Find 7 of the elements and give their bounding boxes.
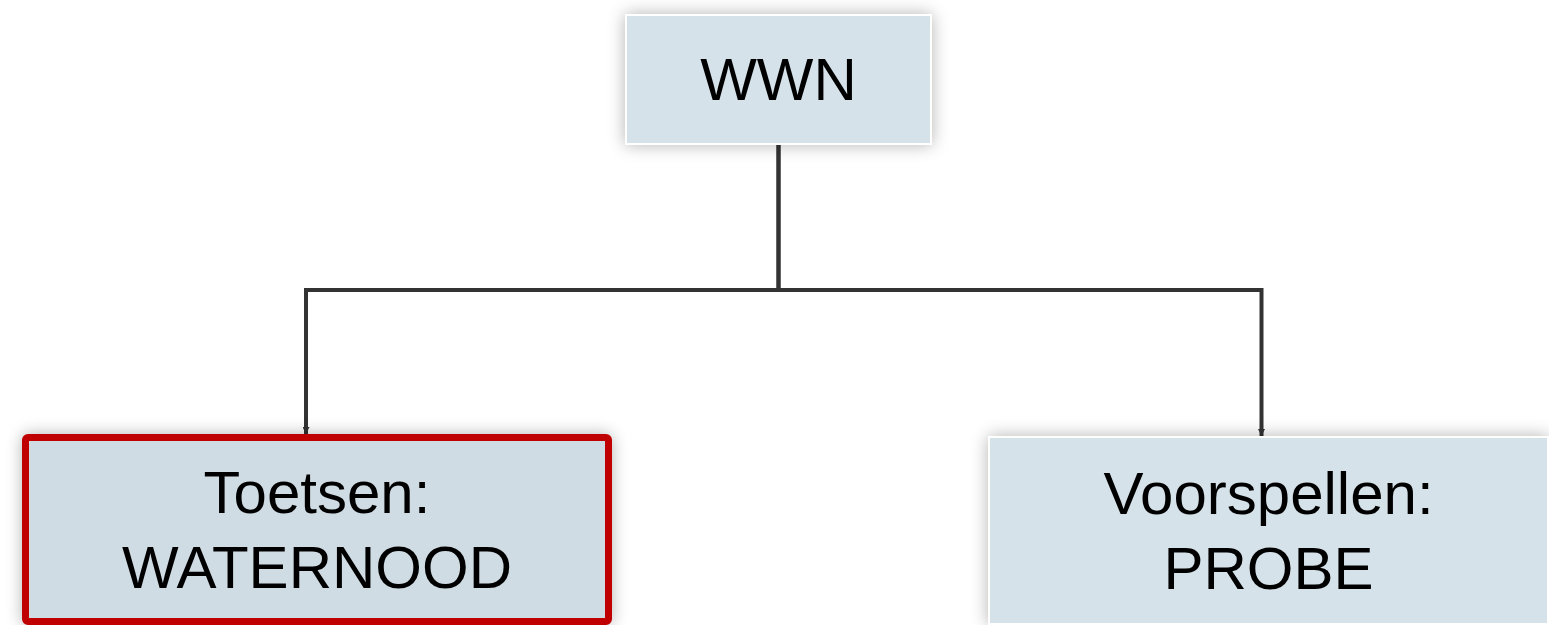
- process-box: [988, 436, 1549, 625]
- process-box: [625, 14, 932, 145]
- box-label: Voorspellen: PROBE: [1102, 458, 1435, 604]
- box-label: WWN: [700, 45, 857, 115]
- box-label: Toetsen: WATERNOOD: [121, 457, 513, 603]
- process-box: [22, 434, 612, 625]
- arrow: [776, 145, 1265, 436]
